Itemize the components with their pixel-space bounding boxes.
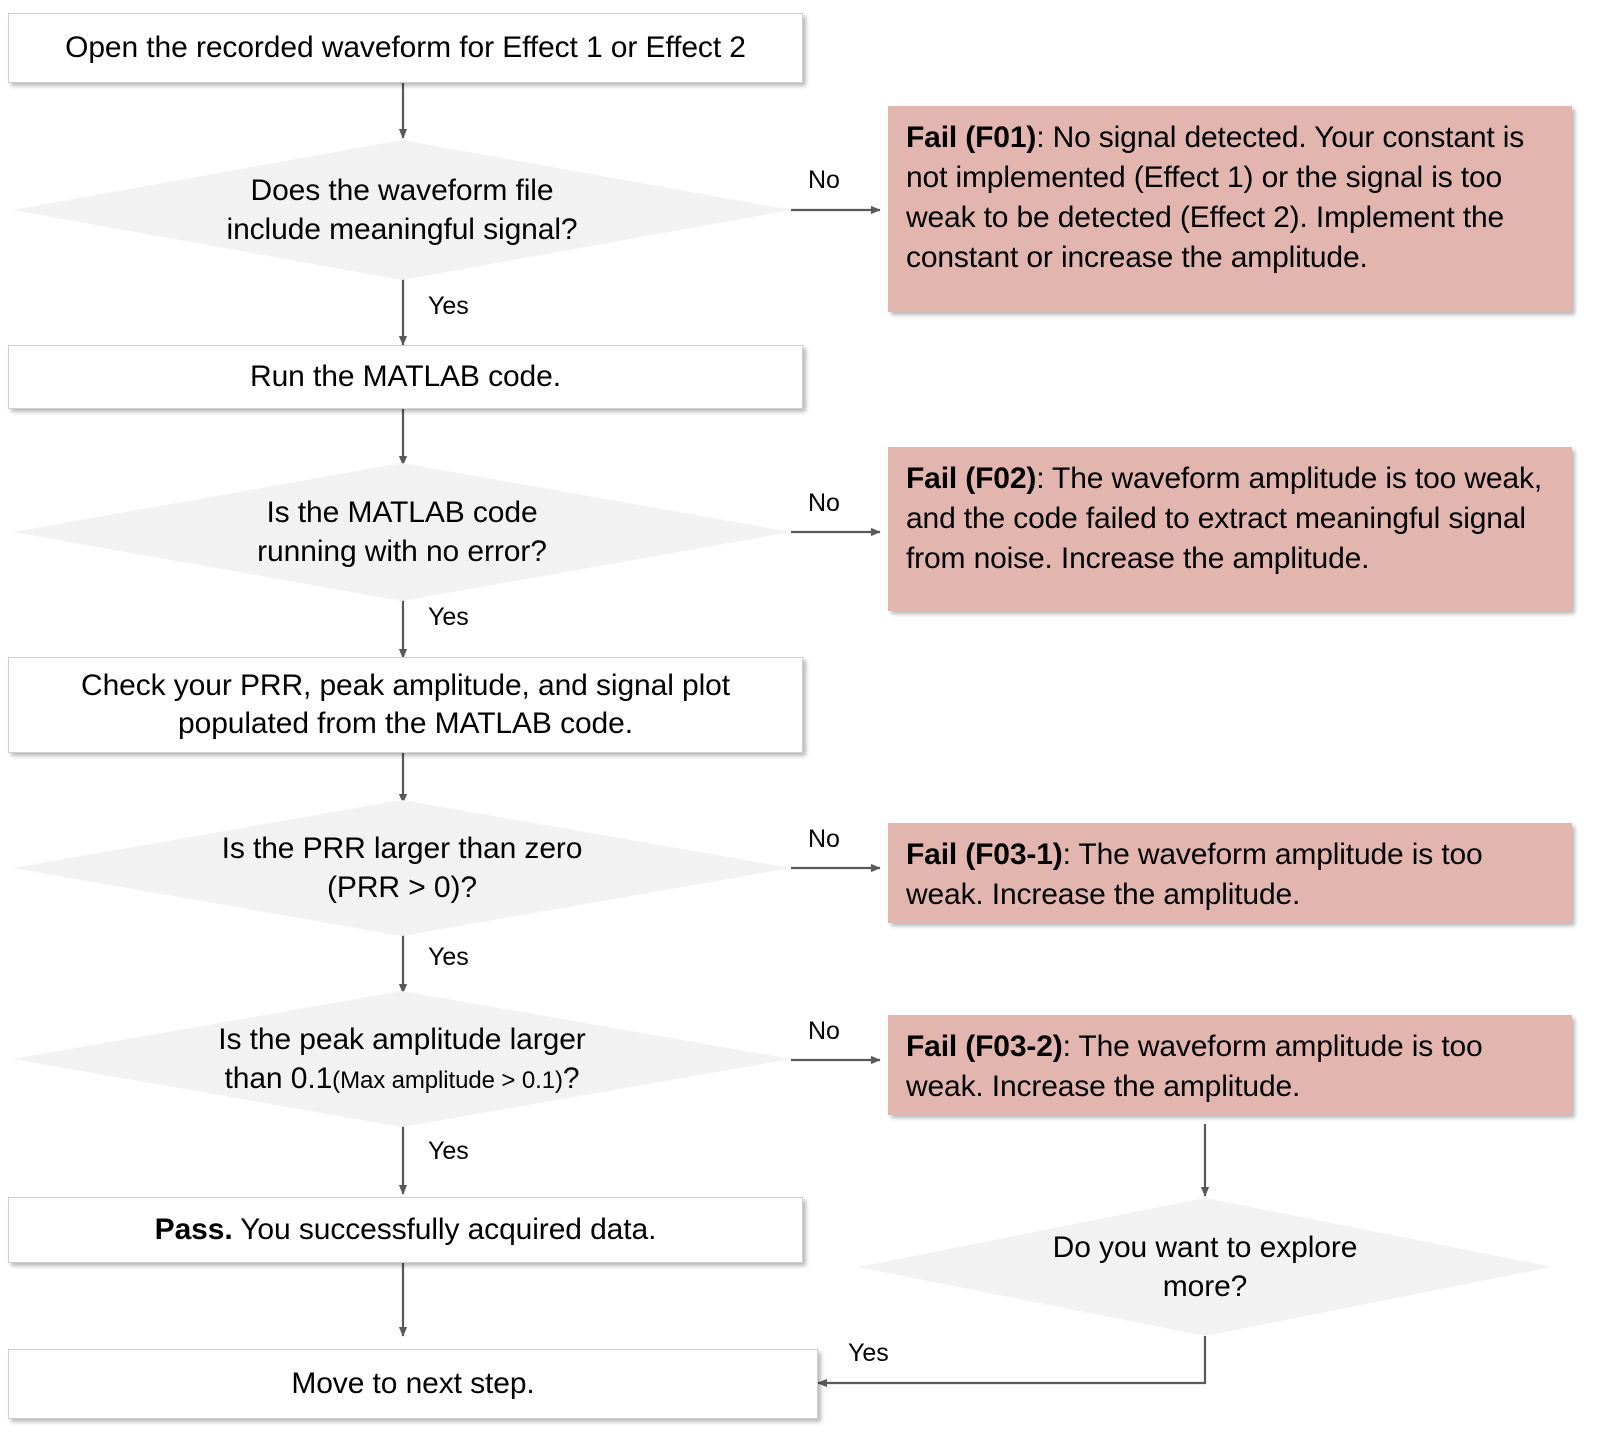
- node-decision-meaningful-signal[interactable]: Does the waveform file include meaningfu…: [13, 140, 791, 280]
- node-check-results[interactable]: Check your PRR, peak amplitude, and sign…: [8, 657, 803, 753]
- node-decision-peak-amplitude-line2-main: than 0.1: [224, 1062, 333, 1095]
- edge-label-d1-no: No: [808, 166, 840, 194]
- node-decision-matlab-no-error-line2: running with no error?: [257, 535, 547, 568]
- node-run-matlab[interactable]: Run the MATLAB code.: [8, 345, 803, 409]
- node-decision-peak-amplitude-line2-small: (Max amplitude > 0.1): [332, 1067, 563, 1094]
- node-fail-f02[interactable]: Fail (F02): The waveform amplitude is to…: [888, 447, 1572, 611]
- edge-label-d1-yes: Yes: [428, 292, 469, 320]
- node-decision-peak-amplitude[interactable]: Is the peak amplitude larger than 0.1(Ma…: [13, 991, 791, 1127]
- node-move-next-step-label: Move to next step.: [291, 1366, 535, 1400]
- edge-label-d2-yes: Yes: [428, 603, 469, 631]
- edge-label-d2-no: No: [808, 489, 840, 517]
- node-decision-explore-more-line1: Do you want to explore: [1052, 1231, 1358, 1264]
- node-fail-f01[interactable]: Fail (F01): No signal detected. Your con…: [888, 106, 1572, 312]
- node-decision-explore-more-line2: more?: [1162, 1270, 1248, 1303]
- node-decision-peak-amplitude-line1: Is the peak amplitude larger: [218, 1023, 586, 1056]
- edge-label-d4-no: No: [808, 1017, 840, 1045]
- node-open-waveform-label: Open the recorded waveform for Effect 1 …: [65, 30, 746, 64]
- node-decision-prr-gt-zero-line2: (PRR > 0)?: [327, 871, 477, 904]
- node-pass-label: Pass.: [154, 1212, 233, 1246]
- node-decision-matlab-no-error-line1: Is the MATLAB code: [266, 496, 538, 529]
- node-fail-f03-1-label: Fail (F03-1): [906, 838, 1063, 871]
- node-decision-prr-gt-zero[interactable]: Is the PRR larger than zero (PRR > 0)?: [13, 800, 791, 936]
- edge-label-d3-no: No: [808, 825, 840, 853]
- node-decision-prr-gt-zero-line1: Is the PRR larger than zero: [221, 832, 583, 865]
- node-decision-matlab-no-error[interactable]: Is the MATLAB code running with no error…: [13, 463, 791, 601]
- node-decision-explore-more[interactable]: Do you want to explore more?: [858, 1198, 1552, 1336]
- edge-label-d3-yes: Yes: [428, 943, 469, 971]
- node-fail-f02-body: : The waveform amplitude is too weak, an…: [906, 462, 1543, 575]
- node-check-results-line2: populated from the MATLAB code.: [178, 707, 633, 740]
- node-decision-peak-amplitude-line2-tail: ?: [562, 1062, 580, 1095]
- edge-label-d5-yes: Yes: [848, 1339, 889, 1367]
- node-pass[interactable]: Pass. You successfully acquired data.: [8, 1197, 803, 1263]
- node-fail-f03-2[interactable]: Fail (F03-2): The waveform amplitude is …: [888, 1015, 1572, 1115]
- node-fail-f01-body: : No signal detected. Your constant is n…: [906, 121, 1525, 274]
- node-open-waveform[interactable]: Open the recorded waveform for Effect 1 …: [8, 13, 803, 83]
- node-fail-f03-1[interactable]: Fail (F03-1): The waveform amplitude is …: [888, 823, 1572, 923]
- node-decision-meaningful-signal-line2: include meaningful signal?: [226, 213, 578, 246]
- node-fail-f03-2-body: : The waveform amplitude is too weak. In…: [906, 1030, 1483, 1103]
- node-run-matlab-label: Run the MATLAB code.: [250, 359, 561, 393]
- node-fail-f02-label: Fail (F02): [906, 462, 1037, 495]
- node-check-results-line1: Check your PRR, peak amplitude, and sign…: [81, 668, 730, 702]
- node-pass-body: You successfully acquired data.: [232, 1212, 657, 1246]
- node-move-next-step[interactable]: Move to next step.: [8, 1349, 818, 1419]
- node-fail-f03-2-label: Fail (F03-2): [906, 1030, 1063, 1063]
- node-fail-f01-label: Fail (F01): [906, 121, 1037, 154]
- edge-label-d4-yes: Yes: [428, 1137, 469, 1165]
- node-decision-meaningful-signal-line1: Does the waveform file: [250, 174, 554, 207]
- node-fail-f03-1-body: : The waveform amplitude is too weak. In…: [906, 838, 1483, 911]
